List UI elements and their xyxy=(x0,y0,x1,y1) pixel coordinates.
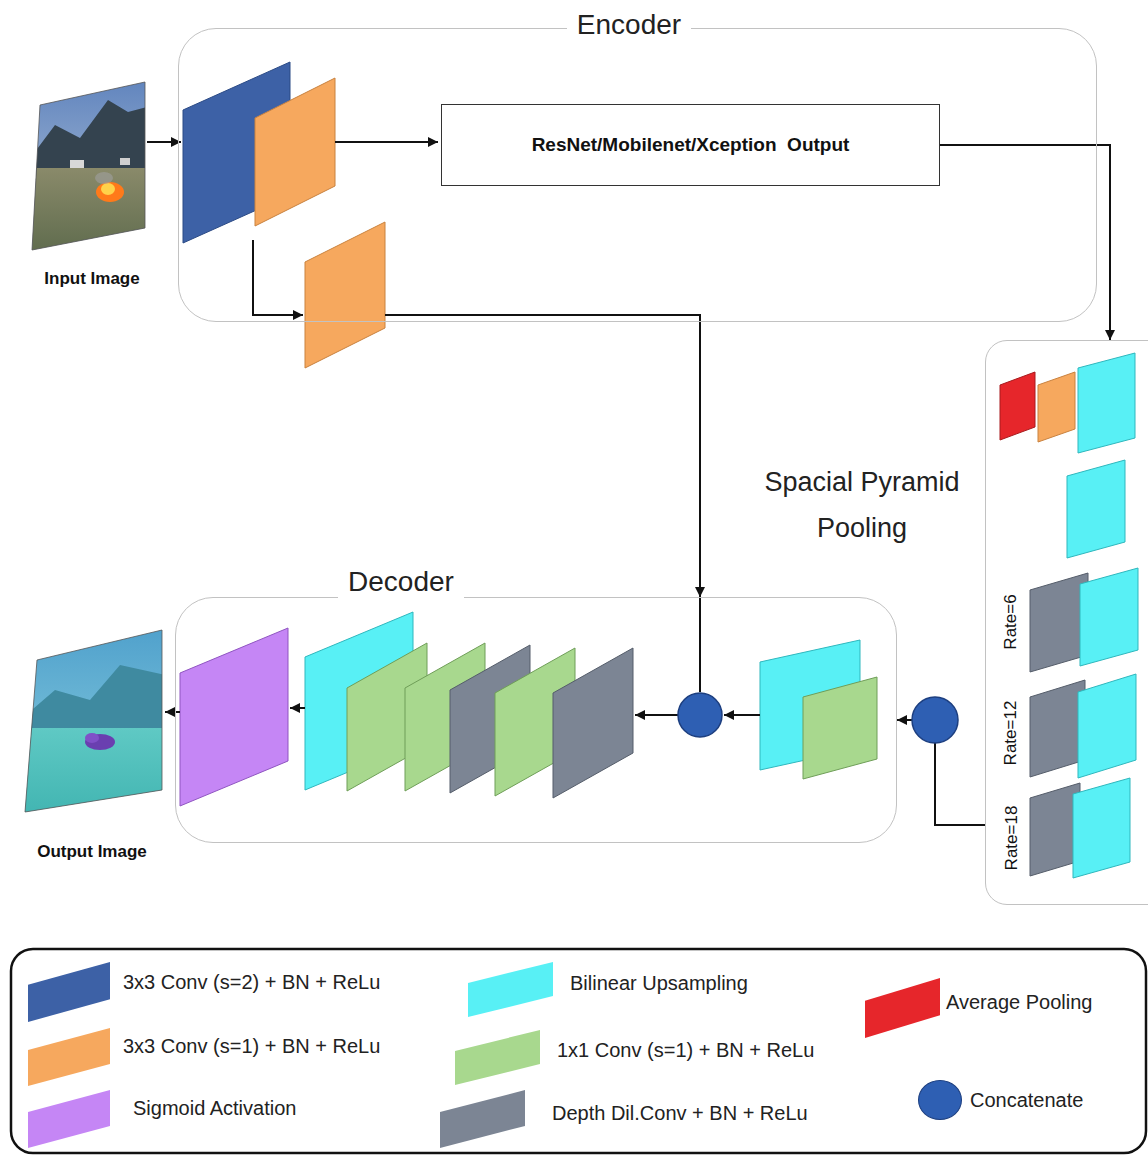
group-heading: Spacial Pyramid Pooling xyxy=(743,459,981,551)
connector xyxy=(940,145,1110,340)
legend-text: Average Pooling xyxy=(946,990,1092,1014)
dilation-rate: Rate=6 xyxy=(1000,594,1021,649)
legend-text: Concatenate xyxy=(970,1088,1083,1112)
output-mask xyxy=(20,625,170,823)
dilation-rate: Rate=12 xyxy=(1000,701,1021,766)
box-label: ResNet/Mobilenet/Xception Output xyxy=(532,134,850,156)
legend-text: Depth Dil.Conv + BN + ReLu xyxy=(552,1101,808,1125)
connector xyxy=(699,322,701,597)
legend-swatch xyxy=(440,1090,525,1148)
group-heading: Encoder xyxy=(567,9,691,41)
legend-swatch xyxy=(28,1090,110,1148)
encoder-panel: EncoderResNet/Mobilenet/Xception Output xyxy=(178,28,1097,322)
backbone-box: ResNet/Mobilenet/Xception Output xyxy=(441,104,940,186)
legend-text: Bilinear Upsampling xyxy=(570,971,748,995)
legend-swatch xyxy=(918,1080,962,1120)
legend-swatch xyxy=(28,962,110,1022)
legend-swatch xyxy=(455,1030,540,1085)
legend-text: 1x1 Conv (s=1) + BN + ReLu xyxy=(557,1038,814,1062)
legend-swatch xyxy=(28,1028,110,1086)
legend-text: Sigmoid Activation xyxy=(133,1096,296,1120)
legend-swatch xyxy=(468,962,553,1017)
legend-swatch xyxy=(865,978,940,1038)
legend-text: 3x3 Conv (s=1) + BN + ReLu xyxy=(123,1034,380,1058)
dilation-rate: Rate=18 xyxy=(1001,806,1022,871)
image-caption: Output Image xyxy=(37,841,147,862)
input-photo xyxy=(25,75,155,258)
image-caption: Input Image xyxy=(44,268,139,289)
legend-text: 3x3 Conv (s=2) + BN + ReLu xyxy=(123,970,380,994)
decoder-panel: Decoder xyxy=(175,597,897,843)
group-heading: Decoder xyxy=(338,566,464,598)
